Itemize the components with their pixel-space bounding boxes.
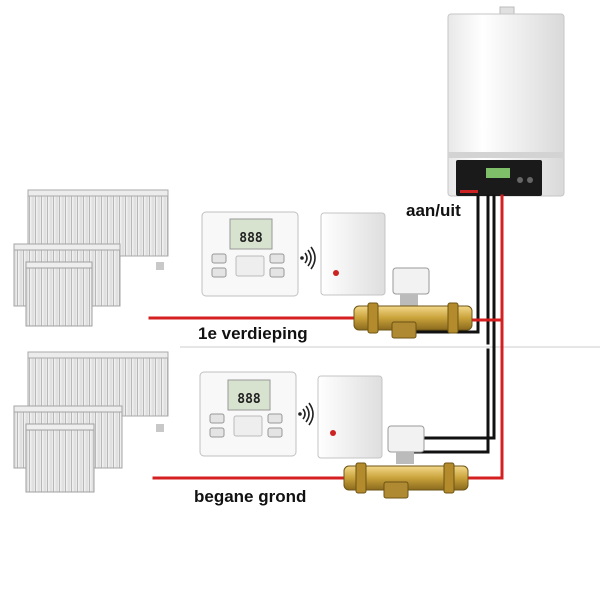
receiver-icon bbox=[317, 375, 383, 459]
thermostat-icon: 888 bbox=[199, 371, 297, 457]
radiator-icon bbox=[13, 189, 169, 327]
wireless-signal-icon bbox=[298, 402, 314, 426]
boiler-icon bbox=[447, 6, 565, 197]
motorized-valve-icon bbox=[343, 425, 469, 499]
thermostat-display: 888 bbox=[239, 231, 263, 246]
wireless-signal-icon bbox=[300, 246, 316, 270]
ground-floor-label: begane grond bbox=[194, 487, 307, 506]
motorized-valve-icon bbox=[353, 267, 473, 339]
radiator-icon bbox=[13, 351, 169, 493]
boiler-switch-label: aan/uit bbox=[406, 201, 461, 220]
thermostat-icon: 888 bbox=[201, 211, 299, 297]
boiler-display bbox=[486, 168, 510, 178]
receiver-icon bbox=[320, 212, 386, 296]
supply-pipes bbox=[148, 194, 504, 480]
thermostat-display: 888 bbox=[237, 392, 261, 407]
upper-floor-label: 1e verdieping bbox=[198, 324, 308, 343]
